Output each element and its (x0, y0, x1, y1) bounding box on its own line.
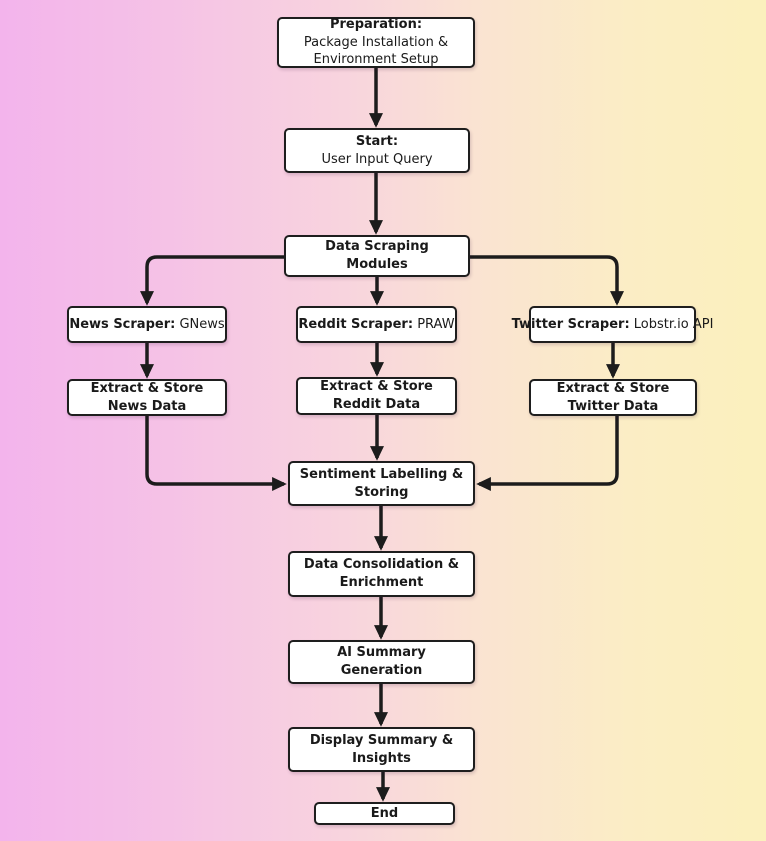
arrow-extract-news-to-sentiment (145, 416, 287, 491)
node-end-label: End (370, 805, 399, 821)
node-start-subtitle: User Input Query (321, 151, 433, 167)
node-start: Start: User Input Query (284, 128, 470, 173)
node-news-scraper: News Scraper: GNews (67, 306, 227, 343)
node-data-consolidation-enrichment-label: Data Consolidation & Enrichment (303, 557, 460, 590)
node-preparation: Preparation: Package Installation & Envi… (277, 17, 475, 68)
node-ai-summary-generation-label: AI Summary Generation (337, 645, 426, 678)
node-news-scraper-value: GNews (179, 316, 225, 332)
node-extract-store-reddit-data-label: Extract & Store Reddit Data (320, 379, 433, 412)
node-reddit-scraper-value: PRAW (417, 316, 455, 332)
node-reddit-scraper-label: Reddit Scraper: (298, 316, 414, 332)
node-data-scraping-modules: Data Scraping Modules (284, 235, 470, 277)
node-news-scraper-text: News Scraper: GNews (69, 316, 224, 334)
node-display-summary-insights: Display Summary & Insights (288, 727, 475, 772)
node-extract-store-news-data: Extract & Store News Data (67, 379, 227, 416)
node-extract-store-news-data-label: Extract & Store News Data (90, 380, 204, 414)
node-reddit-scraper-text: Reddit Scraper: PRAW (298, 316, 454, 334)
node-sentiment-labelling-storing-label: Sentiment Labelling & Storing (299, 466, 464, 500)
arrow-scraping-to-news (140, 255, 287, 306)
node-ai-summary-generation: AI Summary Generation (288, 640, 475, 684)
node-extract-store-twitter-data: Extract & Store Twitter Data (529, 379, 697, 416)
node-extract-store-reddit-data: Extract & Store Reddit Data (296, 377, 457, 415)
node-extract-store-twitter-data-label: Extract & Store Twitter Data (556, 380, 670, 414)
node-news-scraper-label: News Scraper: (69, 316, 176, 332)
node-reddit-scraper: Reddit Scraper: PRAW (296, 306, 457, 343)
arrow-extract-twitter-to-sentiment (476, 416, 619, 491)
node-twitter-scraper: Twitter Scraper: Lobstr.io API (512, 306, 713, 343)
node-preparation-subtitle: Package Installation & Environment Setup (303, 34, 449, 68)
node-sentiment-labelling-storing: Sentiment Labelling & Storing (288, 461, 475, 506)
node-data-consolidation-enrichment: Data Consolidation & Enrichment (288, 551, 475, 597)
arrow-scraping-to-twitter (468, 255, 624, 306)
node-end: End (314, 802, 455, 825)
node-twitter-scraper-label: Twitter Scraper: (511, 316, 630, 332)
node-data-scraping-modules-label: Data Scraping Modules (325, 239, 429, 272)
node-display-summary-insights-label: Display Summary & Insights (309, 732, 454, 766)
node-twitter-scraper-text: Twitter Scraper: Lobstr.io API (512, 316, 714, 334)
node-preparation-title: Preparation: (329, 17, 423, 33)
node-twitter-scraper-value: Lobstr.io API (633, 316, 714, 332)
node-start-title: Start: (355, 133, 399, 149)
